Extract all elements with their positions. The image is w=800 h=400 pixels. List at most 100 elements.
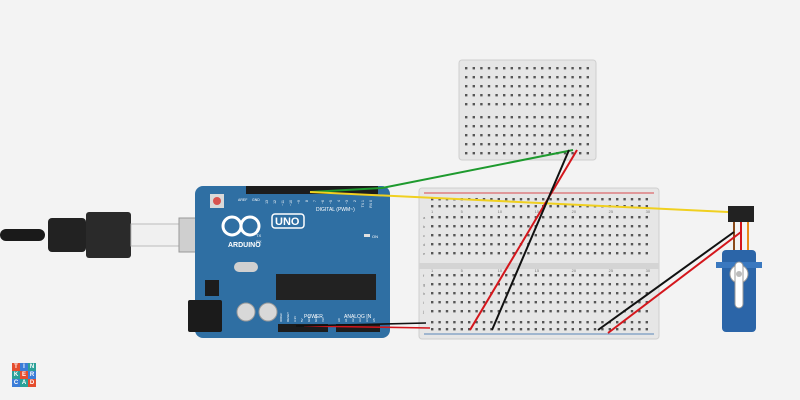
tx-led-label: TX <box>256 233 261 238</box>
tinkercad-logo-letter: K <box>12 371 20 379</box>
breadboard-row-letter: c <box>423 233 425 238</box>
capacitor <box>258 302 278 322</box>
tinkercad-logo-letter: T <box>12 363 20 371</box>
digital-header[interactable] <box>246 186 378 194</box>
power-pin-label: GND <box>307 315 311 323</box>
atmega-chip <box>276 274 376 300</box>
digital-pin-label: TX 1 <box>361 200 365 207</box>
wires[interactable] <box>295 149 742 334</box>
breadboard-column-number: 10 <box>498 209 503 214</box>
breadboard-column-number: 1 <box>431 268 434 273</box>
wire-yellow[interactable] <box>309 191 729 213</box>
digital-pin-label: 13 <box>265 200 269 204</box>
digital-pin-labels: 13 12 ~11 ~10 ~9 8 7 ~6 ~5 4 ~3 2 TX 1 RX 0 <box>265 200 373 208</box>
breadboard-row-letter: g <box>423 282 425 287</box>
rx-led-label: RX <box>256 239 262 244</box>
breadboard-column-number: 15 <box>535 268 540 273</box>
on-led-label: ON <box>372 234 378 239</box>
wire-black-gnd[interactable] <box>295 322 427 327</box>
breadboard-row-letter: a <box>423 215 426 220</box>
breadboard-column-number: 20 <box>572 268 577 273</box>
digital-pin-label: 8 <box>305 200 309 202</box>
board-brand-label: ARDUINO <box>228 242 261 249</box>
gnd-pin-label: GND <box>252 198 260 202</box>
board-model-label: UNO <box>275 216 300 228</box>
wire-black-mini-to-bb[interactable] <box>491 149 570 331</box>
tinkercad-logo-letter: A <box>20 379 28 387</box>
breadboard-row-letter: j <box>422 309 424 314</box>
digital-header-label: DIGITAL (PWM~) <box>316 207 355 213</box>
breadboard-column-number: 25 <box>609 268 614 273</box>
breadboard-column-number: 10 <box>498 268 503 273</box>
digital-pin-label: 2 <box>353 200 357 202</box>
analog-header-label: ANALOG IN <box>344 314 372 320</box>
capacitor <box>236 302 256 322</box>
digital-pin-label: ~9 <box>297 200 301 204</box>
breadboard-column-number: 15 <box>535 209 540 214</box>
breadboard-column-number: 5 <box>461 209 464 214</box>
breadboard-row-letter: h <box>423 291 425 296</box>
arduino-uno-board[interactable]: ARDUINO UNO DIGITAL (PWM~) TX RX L ON PO… <box>188 186 390 338</box>
usb-cable[interactable] <box>0 212 200 258</box>
analog-pin-label: A0 <box>337 318 341 322</box>
breadboard-column-number: 5 <box>461 268 464 273</box>
digital-pin-label: ~6 <box>321 200 325 204</box>
digital-pin-label: ~10 <box>289 200 293 206</box>
breadboard-column-number: 30 <box>646 209 651 214</box>
analog-pin-label: A4 <box>365 318 369 322</box>
servo-connector[interactable] <box>728 206 754 222</box>
power-pin-label: Vin <box>321 317 325 322</box>
digital-pin-label: 4 <box>337 200 341 202</box>
digital-pin-label: ~5 <box>329 200 333 204</box>
mini-breadboard[interactable] <box>458 59 597 161</box>
digital-pin-label: RX 0 <box>369 200 373 208</box>
wire-green[interactable] <box>309 149 574 193</box>
l-led-label: L <box>256 227 259 232</box>
power-pin-label: GND <box>314 315 318 323</box>
analog-header[interactable] <box>336 324 380 332</box>
wire-black-servo[interactable] <box>597 231 735 331</box>
tinkercad-logo-letter: E <box>20 371 28 379</box>
digital-pin-label: 12 <box>273 200 277 204</box>
tinkercad-logo-letter: D <box>28 379 36 387</box>
breadboard-row-letter: f <box>423 273 425 278</box>
breadboard-column-number: 20 <box>572 209 577 214</box>
arduino-logo-icon <box>221 215 261 237</box>
power-pin-label: IOREF <box>279 313 283 322</box>
analog-pin-label: A5 <box>372 318 376 322</box>
crystal-oscillator <box>234 262 258 272</box>
tinkercad-logo-letter: C <box>12 379 20 387</box>
breadboard-row-letter: e <box>423 251 426 256</box>
analog-pin-label: A1 <box>344 318 348 322</box>
tinkercad-logo-letter: R <box>28 371 36 379</box>
servo-horn-icon <box>729 261 749 309</box>
power-header-label: POWER <box>304 314 323 320</box>
breadboard-column-number: 1 <box>431 209 434 214</box>
voltage-regulator <box>205 280 219 296</box>
wire-red-power[interactable] <box>303 325 431 329</box>
power-pin-label: 3.3V <box>293 316 297 322</box>
breadboard-row-letter: i <box>423 300 424 305</box>
power-jack[interactable] <box>188 300 222 332</box>
aref-pin-label: AREF <box>238 198 247 202</box>
breadboard-column-number: 30 <box>646 268 651 273</box>
power-pin-label: RESET <box>286 312 290 322</box>
tinkercad-logo-letter: N <box>28 363 36 371</box>
digital-pin-label: 7 <box>313 200 317 202</box>
analog-pin-label: A2 <box>351 318 355 322</box>
micro-servo[interactable] <box>716 206 762 332</box>
digital-pin-label: ~3 <box>345 200 349 204</box>
wire-red-mini-to-bb[interactable] <box>469 149 578 331</box>
digital-pin-label: ~11 <box>281 200 285 206</box>
wire-red-servo[interactable] <box>607 231 742 334</box>
power-pin-label: 5V <box>300 318 304 322</box>
breadboard-column-number: 25 <box>609 209 614 214</box>
power-header[interactable] <box>278 324 328 332</box>
